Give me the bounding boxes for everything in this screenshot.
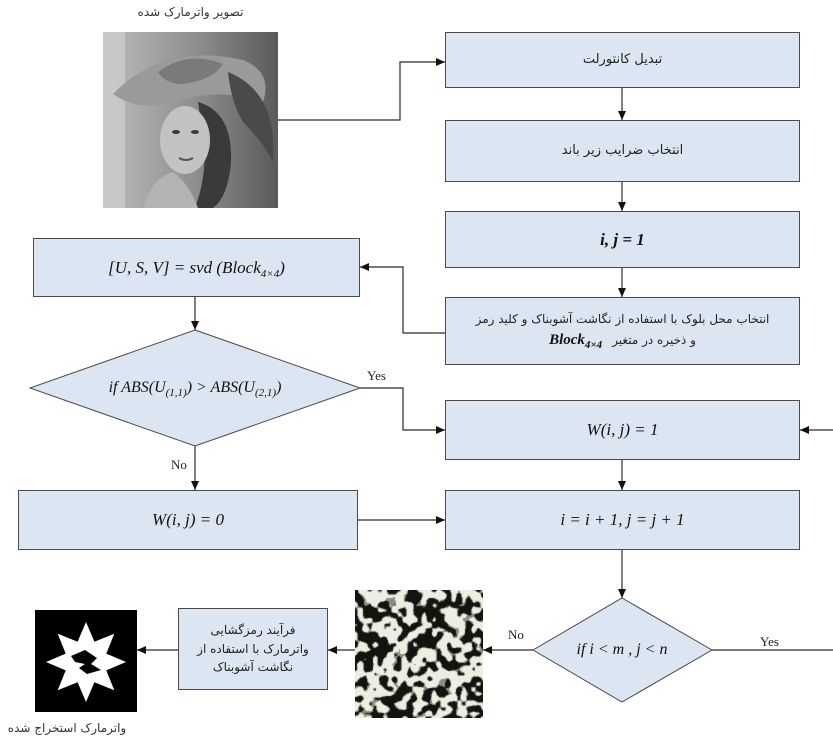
step-w-zero-box: W(i, j) = 0 — [18, 490, 358, 550]
hat-crown — [158, 58, 223, 84]
watermarked-image — [103, 32, 278, 208]
step-svd-label: [U, S, V] = svd (Block4×4) — [108, 257, 285, 280]
watermarked-image-caption: تصویر واترمارک شده — [137, 5, 244, 19]
extracted-watermark-caption: واترمارک استخراج شده — [7, 721, 127, 735]
condition-diamond — [28, 329, 362, 447]
block-variable-size: 4×4 — [584, 338, 603, 351]
condition-part-3: ) — [276, 379, 282, 396]
face-shape — [160, 106, 210, 174]
step-increment-box: i = i + 1, j = j + 1 — [445, 490, 800, 550]
extracted-watermark-image — [35, 610, 137, 712]
step-block-select-box: انتخاب محل بلوک با استفاده از نگاشت آشوب… — [445, 297, 800, 365]
condition-part-2: ) > ABS(U — [186, 379, 255, 396]
shoulder-shape — [143, 172, 198, 208]
step-init-label: i, j = 1 — [600, 229, 645, 249]
loop-condition-label: if i < m , j < n — [576, 641, 668, 658]
condition-part-1: if ABS(U — [108, 379, 166, 396]
step-increment-label: i = i + 1, j = j + 1 — [560, 510, 685, 529]
decrypt-line-1: فرآیند رمزگشایی — [210, 623, 296, 638]
svd-suffix: ) — [279, 257, 285, 277]
scrambled-watermark-image — [355, 590, 483, 718]
arrow-block-select-to-svd — [360, 263, 445, 334]
arrow-image-to-contourlet — [278, 58, 445, 121]
step-w-one-box: W(i, j) = 1 — [445, 400, 800, 460]
step-init-box: i, j = 1 — [445, 211, 800, 268]
decrypt-line-2: واترمارک با استفاده از — [197, 641, 309, 656]
condition-index-1: (1,1) — [165, 387, 187, 399]
step-contourlet-label: تبدیل کانتورلت — [582, 51, 663, 67]
loop-no-label: No — [508, 627, 524, 642]
condition-index-2: (2,1) — [254, 387, 277, 399]
condition-yes-label: Yes — [367, 368, 386, 383]
block-select-line1: انتخاب محل بلوک با استفاده از نگاشت آشوب… — [475, 312, 770, 327]
step-contourlet-box: تبدیل کانتورلت — [445, 32, 800, 88]
loop-condition-diamond — [532, 597, 713, 703]
svd-prefix: [U, S, V] = svd (Block — [108, 257, 261, 277]
decrypt-line-3: نگاشت آشوبناک — [212, 660, 294, 675]
block-variable-name: Block — [549, 331, 585, 348]
block-select-line2: و ذخیره در متغیر Block4×4 — [549, 329, 696, 352]
arrow-condition-yes-to-w-one — [360, 387, 445, 434]
feather-shape — [228, 72, 274, 162]
condition-no-label: No — [171, 457, 187, 472]
svd-block-size: 4×4 — [260, 267, 280, 280]
step-subband-box: انتخاب ضرایب زیر باند — [445, 120, 800, 182]
decrypt-process-box: فرآیند رمزگشایی واترمارک با استفاده از ن… — [178, 608, 328, 690]
block-select-line2-text: و ذخیره در متغیر — [612, 333, 696, 347]
watermark-logo-detail — [71, 650, 101, 674]
step-w-zero-label: W(i, j) = 0 — [152, 510, 224, 529]
step-subband-label: انتخاب ضرایب زیر باند — [561, 142, 684, 158]
step-w-one-label: W(i, j) = 1 — [586, 420, 659, 439]
condition-label: if ABS(U(1,1)) > ABS(U(2,1)) — [108, 379, 282, 399]
step-svd-box: [U, S, V] = svd (Block4×4) — [33, 238, 360, 297]
block-variable: Block4×4 — [549, 329, 602, 352]
loop-yes-label: Yes — [760, 634, 779, 649]
